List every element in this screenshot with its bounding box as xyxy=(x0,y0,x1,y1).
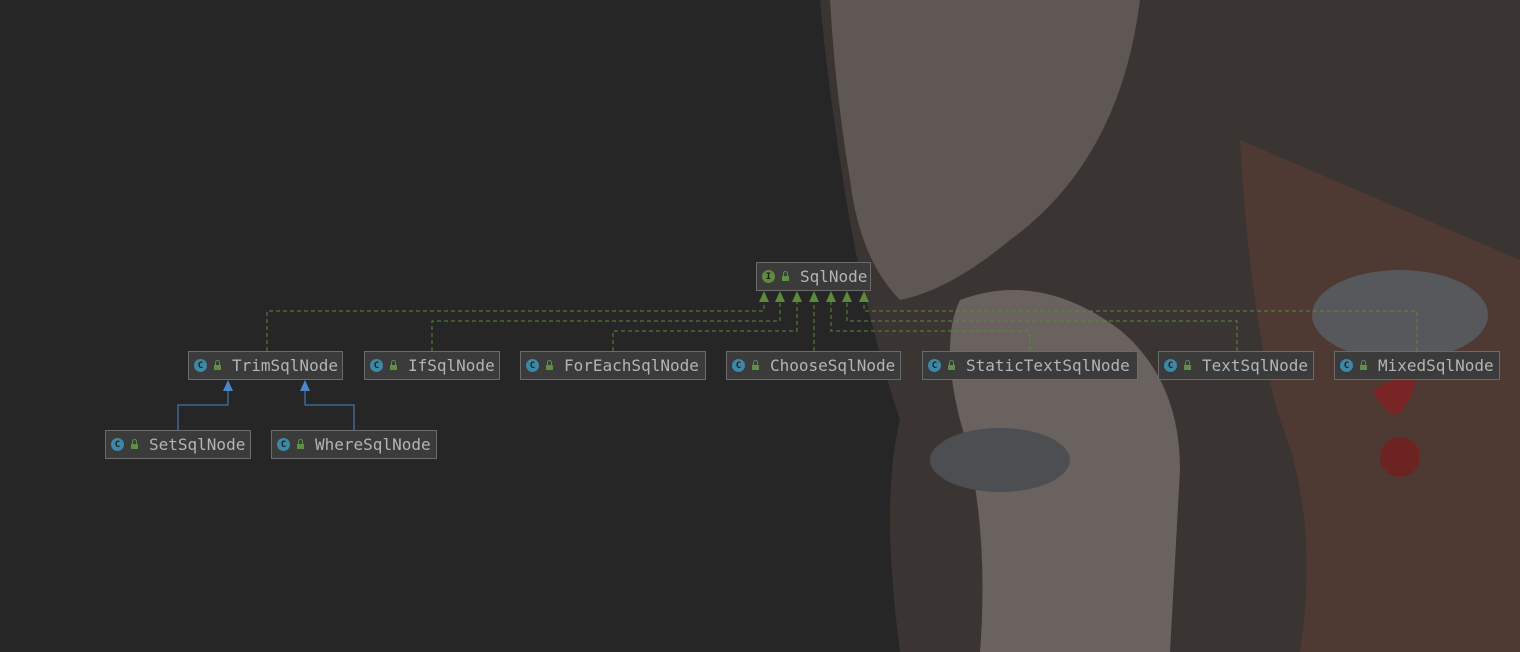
edge-textsqlnode-implements-sqlnode xyxy=(846,302,1238,351)
node-label: StaticTextSqlNode xyxy=(966,356,1130,375)
class-icon: C xyxy=(1164,359,1177,372)
public-lock-icon xyxy=(546,360,553,370)
class-icon: C xyxy=(1340,359,1353,372)
node-label: ChooseSqlNode xyxy=(770,356,896,375)
implements-arrowhead xyxy=(826,291,836,302)
node-label: SqlNode xyxy=(800,267,868,286)
class-icon: C xyxy=(111,438,124,451)
public-lock-icon xyxy=(297,439,304,449)
implements-arrowhead xyxy=(792,291,802,302)
node-label: SetSqlNode xyxy=(149,435,246,454)
node-label: WhereSqlNode xyxy=(315,435,431,454)
extends-arrowhead xyxy=(223,380,233,391)
edge-wheresqlnode-extends-trimsqlnode xyxy=(304,391,355,430)
edge-statictextsqlnode-implements-sqlnode xyxy=(830,302,1031,351)
node-label: TextSqlNode xyxy=(1202,356,1308,375)
implements-arrowhead xyxy=(842,291,852,302)
node-ifsqlnode[interactable]: C IfSqlNode xyxy=(364,351,500,380)
public-lock-icon xyxy=(948,360,955,370)
edge-ifsqlnode-implements-sqlnode xyxy=(431,302,781,351)
node-textsqlnode[interactable]: C TextSqlNode xyxy=(1158,351,1314,380)
public-lock-icon xyxy=(752,360,759,370)
public-lock-icon xyxy=(1360,360,1367,370)
node-sqlnode[interactable]: I SqlNode xyxy=(756,262,871,291)
class-icon: C xyxy=(194,359,207,372)
public-lock-icon xyxy=(782,271,789,281)
edge-setsqlnode-extends-trimsqlnode xyxy=(177,391,229,430)
node-statictextsqlnode[interactable]: C StaticTextSqlNode xyxy=(922,351,1138,380)
node-mixedsqlnode[interactable]: C MixedSqlNode xyxy=(1334,351,1500,380)
public-lock-icon xyxy=(1184,360,1191,370)
node-wheresqlnode[interactable]: C WhereSqlNode xyxy=(271,430,437,459)
implements-arrowhead xyxy=(775,291,785,302)
node-choosesqlnode[interactable]: C ChooseSqlNode xyxy=(726,351,901,380)
public-lock-icon xyxy=(214,360,221,370)
node-label: IfSqlNode xyxy=(408,356,495,375)
class-icon: C xyxy=(732,359,745,372)
node-label: MixedSqlNode xyxy=(1378,356,1494,375)
node-label: TrimSqlNode xyxy=(232,356,338,375)
edge-mixedsqlnode-implements-sqlnode xyxy=(863,302,1418,351)
node-foreachsqlnode[interactable]: C ForEachSqlNode xyxy=(520,351,706,380)
implements-arrowhead xyxy=(859,291,869,302)
class-icon: C xyxy=(526,359,539,372)
class-icon: C xyxy=(277,438,290,451)
class-icon: C xyxy=(928,359,941,372)
node-setsqlnode[interactable]: C SetSqlNode xyxy=(105,430,251,459)
node-trimsqlnode[interactable]: C TrimSqlNode xyxy=(188,351,343,380)
extends-arrowhead xyxy=(300,380,310,391)
node-label: ForEachSqlNode xyxy=(564,356,699,375)
public-lock-icon xyxy=(390,360,397,370)
implements-arrowhead xyxy=(809,291,819,302)
public-lock-icon xyxy=(131,439,138,449)
interface-icon: I xyxy=(762,270,775,283)
edge-trimsqlnode-implements-sqlnode xyxy=(266,302,765,351)
class-icon: C xyxy=(370,359,383,372)
edge-foreachsqlnode-implements-sqlnode xyxy=(612,302,798,351)
implements-arrowhead xyxy=(759,291,769,302)
